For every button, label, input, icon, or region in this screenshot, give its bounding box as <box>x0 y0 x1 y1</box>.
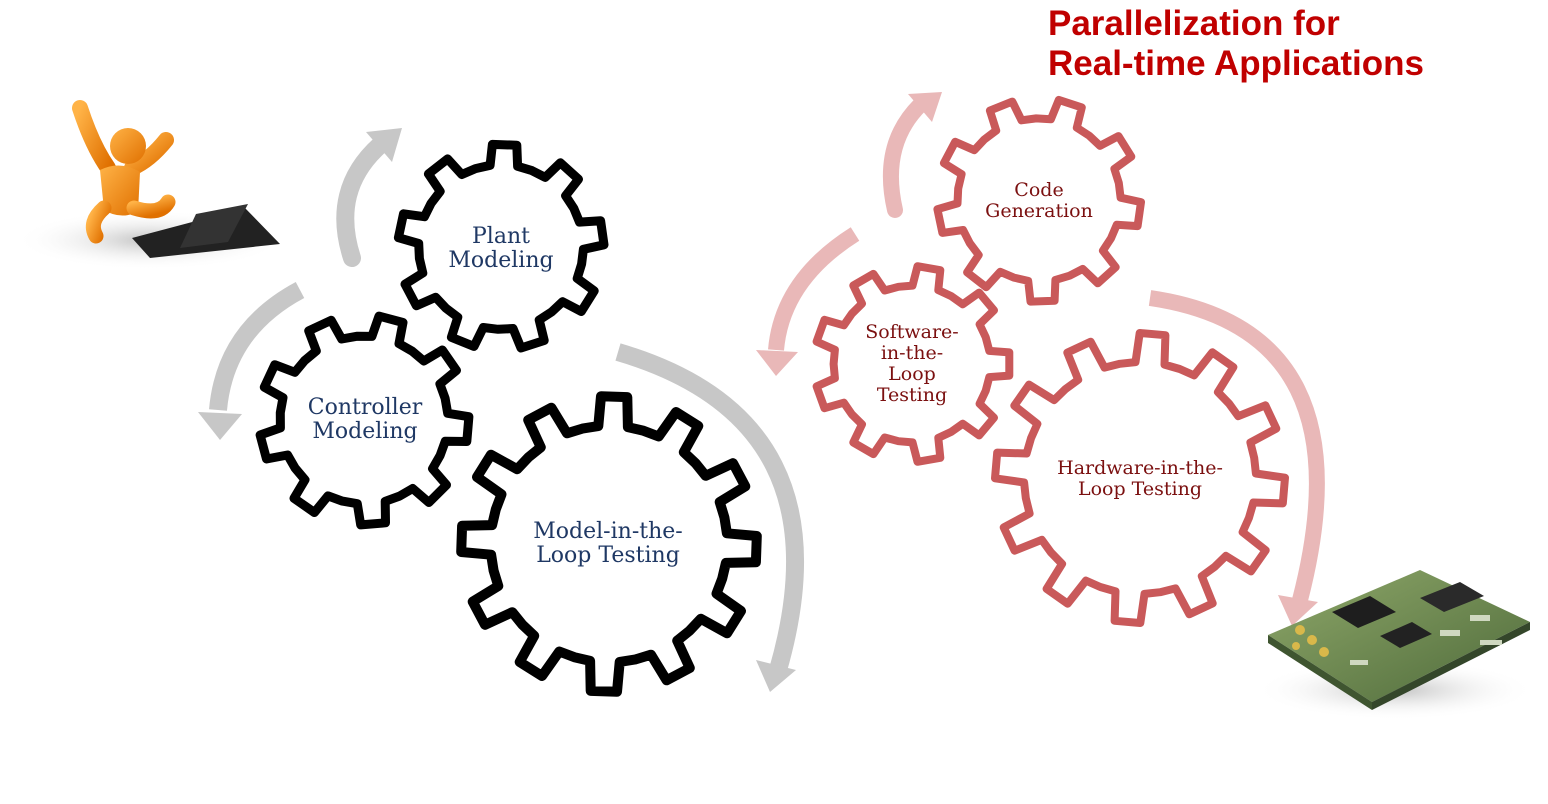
arrow-pink-up-head <box>908 92 942 122</box>
arrow-up-curve <box>336 136 389 267</box>
gear-model-in-the-loop <box>456 391 762 697</box>
title-line-2: Real-time Applications <box>1048 44 1424 83</box>
person-cheering-laptop-icon <box>15 100 285 270</box>
gear-label-model-in-the-loop: Model-in-the- Loop Testing <box>533 518 683 568</box>
title-line-1: Parallelization for <box>1048 4 1340 43</box>
arrow-right-curve <box>615 343 805 673</box>
gear-plant-modeling <box>393 139 609 353</box>
arrow-right-head <box>756 660 796 692</box>
circuit-board-icon <box>1255 570 1535 720</box>
gear-software-in-the-loop <box>812 262 1014 466</box>
gear-label-hardware-in-the-loop: Hardware-in-the- Loop Testing <box>1057 457 1223 500</box>
arrow-left-curve <box>209 282 305 411</box>
gray-arrows <box>198 128 805 692</box>
arrow-pink-left-head <box>756 350 798 376</box>
gear-controller-modeling <box>255 311 474 530</box>
gear-label-plant-modeling: Plant Modeling <box>448 223 554 273</box>
gear-code-generation <box>933 95 1145 306</box>
gear-hardware-in-the-loop <box>991 329 1289 627</box>
arrow-up-head <box>366 128 402 162</box>
gears-layer <box>255 95 1289 697</box>
pink-arrows <box>756 92 1325 626</box>
arrow-pink-right-head <box>1278 595 1318 626</box>
gear-label-software-in-the-loop: Software- in-the- Loop Testing <box>865 321 959 406</box>
page-title: Parallelization for Real-time Applicatio… <box>1048 4 1424 84</box>
gear-label-controller-modeling: Controller Modeling <box>307 394 423 444</box>
arrow-pink-up-curve <box>882 97 928 218</box>
arrow-pink-right-curve <box>1148 290 1325 603</box>
gear-label-code-generation: Code Generation <box>985 179 1093 222</box>
arrow-pink-left-curve <box>768 227 860 351</box>
arrow-left-head <box>198 412 242 440</box>
